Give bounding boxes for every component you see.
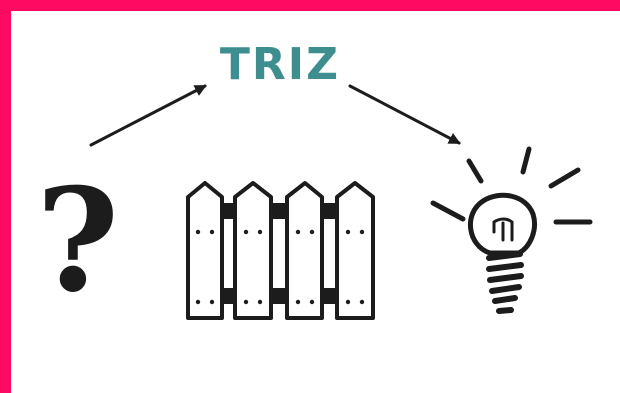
arrow-left-to-title [91,86,205,145]
arrow-title-to-bulb [350,86,459,143]
lightbulb-icon [433,149,590,311]
fence-icon [188,183,373,318]
question-mark-icon: ? [36,166,119,316]
triz-title: TRIZ [210,40,350,90]
